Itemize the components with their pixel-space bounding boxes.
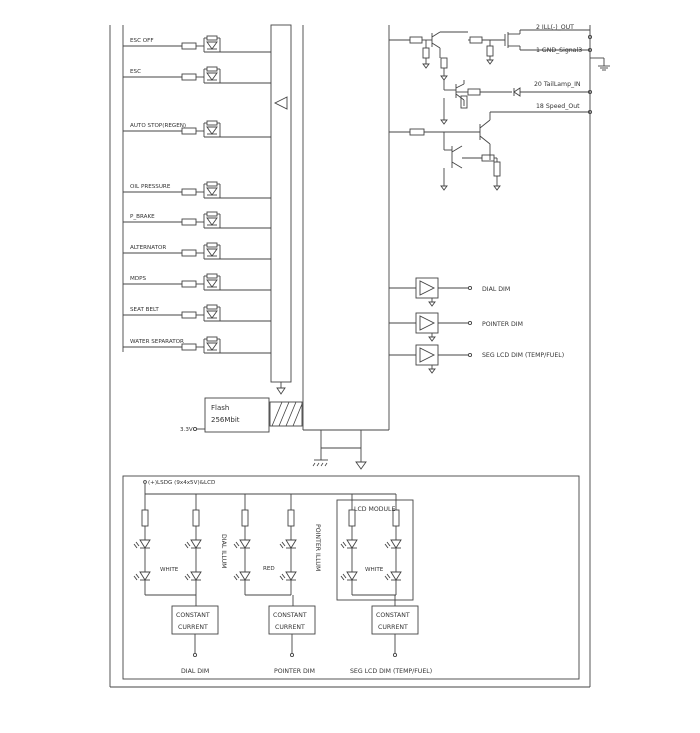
constant-current-label: CONSTANT [376,612,410,619]
dial-dim-bottom-label: DIAL DIM [181,668,209,675]
illumination-section: (+)LSDG (9x4x5V)&LCD LCD MODULE WHITE RE… [122,475,580,680]
warning-row: ESC [123,66,271,84]
pointer-color-label: RED [263,566,275,572]
illumination-supply-label: (+)LSDG (9x4x5V)&LCD [148,480,215,486]
warning-row: AUTO STOP(REGEN) [123,120,271,138]
led-strings [133,494,402,606]
warning-row: MDPS [123,273,271,291]
seg-lcd-dim-output-label: SEG LCD DIM (TEMP/FUEL) [482,352,564,359]
warning-label: OIL PRESSURE [130,184,171,190]
warning-row: ESC OFF [123,35,271,53]
led-string [340,494,358,595]
warning-label: ESC [130,69,141,75]
warning-label: ALTERNATOR [130,245,166,251]
led-string [184,494,202,595]
pointer-dim-output-label: POINTER DIM [482,321,523,328]
constant-current-label: CURRENT [178,624,208,631]
constant-current-label: CONSTANT [273,612,307,619]
warning-row: P_BRAKE [123,211,271,229]
seg-lcd-dim-bottom-label: SEG LCD DIM (TEMP/FUEL) [350,668,432,675]
dimming-buffer-labels: DIAL DIM POINTER DIM SEG LCD DIM (TEMP/F… [482,286,564,359]
constant-current-label: CURRENT [275,624,305,631]
mcu-block [302,25,390,470]
flash-size-label: 256Mbit [211,416,240,424]
dim-buffer [389,344,473,374]
pointer-illum-label: POINTER ILLUM [314,524,321,571]
warning-label: AUTO STOP(REGEN) [130,123,186,129]
speed-out-connector-label: 18 Speed_Out [536,103,580,110]
led-string [133,494,151,595]
dial-dim-output-label: DIAL DIM [482,286,510,293]
led-string [233,494,251,595]
output-driver-circuits: 2 ILL(-)_OUT 1 GND_Signal3 20 TailLamp_I… [389,24,610,191]
constant-current-label: CONSTANT [176,612,210,619]
led-string [279,494,297,595]
warning-label: ESC OFF [130,38,154,44]
taillamp-connector-label: 20 TailLamp_IN [534,81,581,88]
constant-current-block: CONSTANT CURRENT [268,605,316,658]
outer-frame [109,25,591,688]
constant-current-block: CONSTANT CURRENT [171,605,219,658]
connector-block [270,24,292,395]
constant-current-blocks: CONSTANT CURRENT CONSTANT CURRENT CONSTANT CU… [171,605,419,658]
dim-buffer [389,312,473,342]
warning-row: OIL PRESSURE [123,181,271,199]
warning-row: SEAT BELT [123,304,271,322]
pointer-dim-bottom-label: POINTER DIM [274,668,315,675]
warning-label: SEAT BELT [130,307,159,313]
dimming-buffers [389,277,473,374]
lcd-color-label: WHITE [365,567,384,573]
warning-row: WATER SEPARATOR [123,336,271,354]
lcd-module-label: LCD MODULE [354,506,395,513]
gnd-signal-connector-label: 1 GND_Signal3 [536,47,582,54]
flash-label: Flash [211,404,229,412]
led-string [384,494,402,595]
dial-illum-label: DIAL ILLUM [220,534,227,569]
flash-supply-label: 3.3V [180,427,193,433]
warning-label: WATER SEPARATOR [130,339,184,345]
warning-indicator-rows: ESC OFF ESC AUTO STOP(REGEN) OIL PRESSURE P_… [123,35,271,354]
warning-label: P_BRAKE [130,214,155,220]
flash-memory: Flash 256Mbit 3.3V [180,397,303,433]
warning-row: ALTERNATOR [123,242,271,260]
warning-label: MDPS [130,276,147,282]
constant-current-block: CONSTANT CURRENT [371,605,419,658]
dial-color-label: WHITE [160,567,179,573]
ill-out-connector-label: 2 ILL(-)_OUT [536,24,574,31]
constant-current-label: CURRENT [378,624,408,631]
dim-buffer [389,277,473,307]
